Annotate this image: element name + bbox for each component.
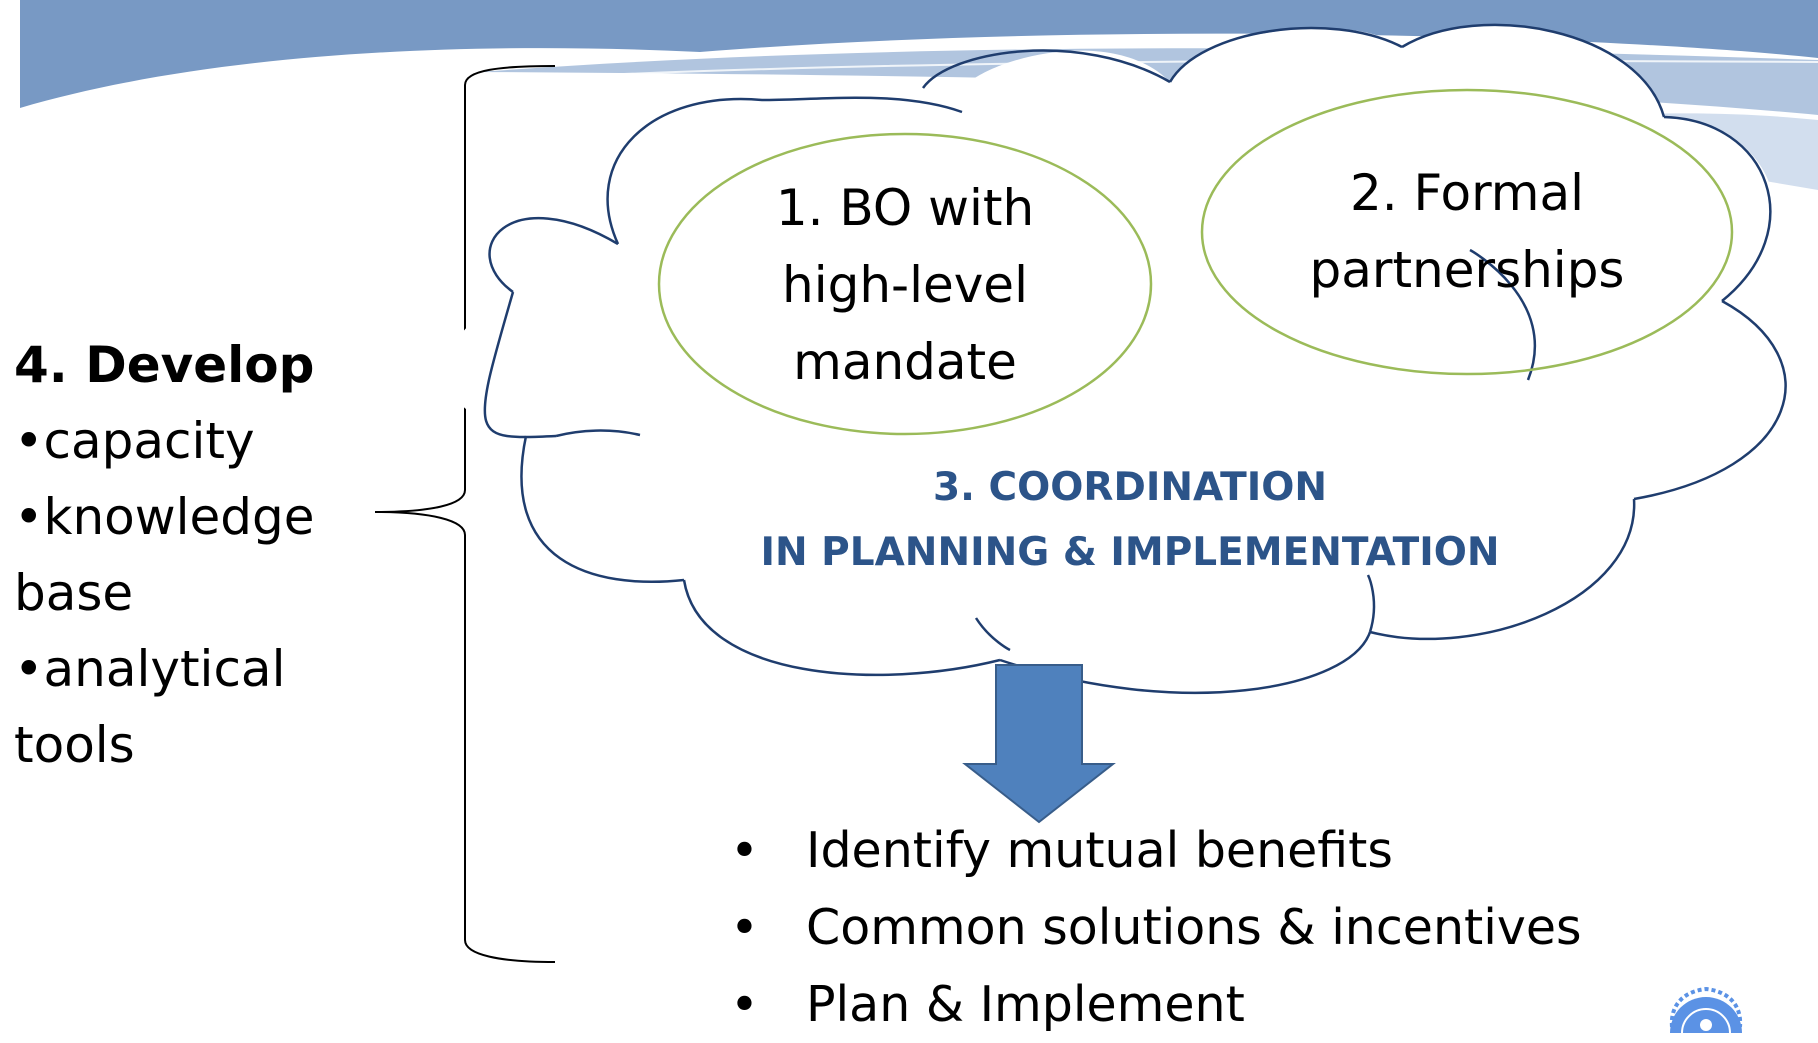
bullet-icon: • <box>730 976 759 1033</box>
formal-partnerships-ellipse <box>1200 88 1734 376</box>
bullet-icon: • <box>730 822 759 879</box>
node-3-label: 3. COORDINATION IN PLANNING & IMPLEMENTA… <box>600 455 1660 585</box>
bullet-icon: • <box>730 899 759 956</box>
node-2-label: 2. Formal partnerships <box>1267 155 1667 309</box>
node-1-line: high-level <box>782 256 1028 314</box>
node-4-item: •knowledge <box>14 488 315 546</box>
node-4-title: 4. Develop <box>14 336 315 394</box>
node-1-label: 1. BO with high-level mandate <box>705 170 1105 401</box>
outcome-text: Identify mutual benefits <box>806 822 1393 879</box>
down-arrow-icon <box>962 664 1116 824</box>
node-4-item: base <box>14 564 134 622</box>
outcome-item: • Identify mutual benefits <box>730 812 1582 889</box>
node-1-line: 1. BO with <box>775 179 1035 237</box>
node-4-item: •capacity <box>14 412 255 470</box>
node-4-item: tools <box>14 716 135 774</box>
outcome-text: Common solutions & incentives <box>806 899 1582 956</box>
un-emblem-icon <box>1669 986 1743 1033</box>
node-3-line: IN PLANNING & IMPLEMENTATION <box>760 530 1500 575</box>
node-4-item: •analytical <box>14 640 286 698</box>
node-4-label: 4. Develop •capacity •knowledge base •an… <box>14 327 315 783</box>
coordination-cloud <box>446 23 1789 695</box>
node-1-line: mandate <box>793 333 1017 391</box>
node-2-line: partnerships <box>1309 241 1625 299</box>
grouping-brace <box>374 65 556 963</box>
node-2-line: 2. Formal <box>1349 164 1585 222</box>
outcome-item: • Plan & Implement <box>730 966 1582 1043</box>
outcome-text: Plan & Implement <box>806 976 1245 1033</box>
outcome-item: • Common solutions & incentives <box>730 889 1582 966</box>
bo-mandate-ellipse <box>657 132 1153 436</box>
node-3-line: 3. COORDINATION <box>932 465 1328 510</box>
outcomes-list: • Identify mutual benefits • Common solu… <box>730 812 1582 1043</box>
